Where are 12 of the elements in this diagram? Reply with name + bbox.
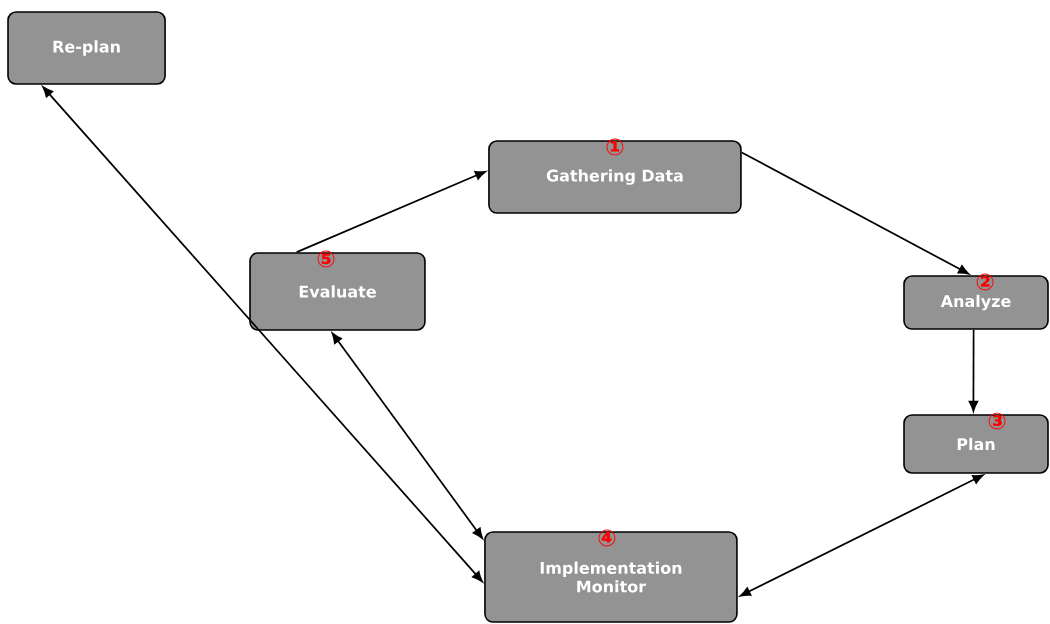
arrow bbox=[739, 474, 984, 597]
arrow bbox=[42, 86, 483, 583]
arrow bbox=[740, 151, 970, 275]
step-number: ⑤ bbox=[317, 250, 335, 268]
arrow bbox=[968, 329, 979, 412]
arrow bbox=[295, 170, 486, 253]
arrow bbox=[331, 332, 484, 539]
step-number: ③ bbox=[988, 412, 1006, 430]
process-box: Re-plan bbox=[7, 11, 166, 85]
step-number: ② bbox=[976, 273, 994, 291]
step-number: ④ bbox=[598, 529, 616, 547]
step-number: ① bbox=[606, 138, 624, 156]
